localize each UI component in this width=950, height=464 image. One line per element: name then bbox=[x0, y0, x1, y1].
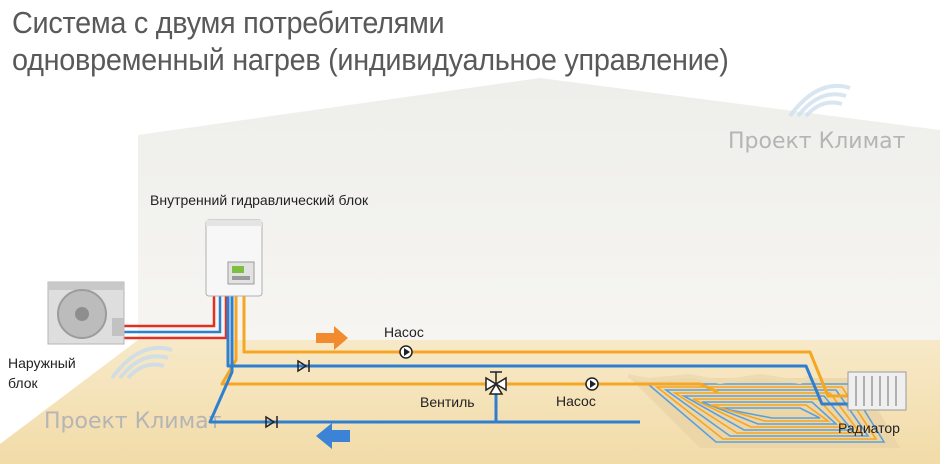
valve-label: Вентиль bbox=[420, 394, 475, 410]
outdoor-unit-label-1: Наружный bbox=[8, 355, 76, 371]
indoor-unit-label: Внутренний гидравлический блок bbox=[150, 192, 369, 208]
pump-top-label: Насос bbox=[384, 324, 424, 340]
check-valve-bottom bbox=[265, 415, 278, 429]
radiator bbox=[847, 371, 907, 411]
mixing-valve bbox=[485, 371, 507, 395]
watermark-text-bottom: Проект Климат bbox=[44, 409, 222, 434]
flow-in-arrow bbox=[316, 423, 350, 449]
refrigerant-lines bbox=[124, 296, 228, 340]
radiator-label: Радиатор bbox=[838, 420, 900, 436]
check-valve-top bbox=[297, 359, 310, 373]
outdoor-unit-label-2: блок bbox=[8, 375, 39, 391]
pump-bottom-label: Насос bbox=[556, 393, 596, 409]
outdoor-unit bbox=[47, 281, 125, 345]
watermark-text-top: Проект Климат bbox=[728, 129, 906, 154]
supply-pipes bbox=[220, 296, 848, 398]
indoor-unit bbox=[205, 219, 263, 297]
building-wall bbox=[138, 78, 940, 340]
pump-top bbox=[399, 345, 413, 359]
watermark-logo-bottom bbox=[110, 345, 173, 380]
watermark-logo-top bbox=[788, 83, 851, 118]
return-pipes bbox=[208, 296, 848, 424]
title-line-2: одновременный нагрев (индивидуальное упр… bbox=[12, 42, 729, 77]
pump-bottom bbox=[585, 377, 599, 391]
title-line-1: Система с двумя потребителями bbox=[12, 5, 445, 40]
diagram-title: Система с двумя потребителями одновремен… bbox=[12, 4, 729, 78]
flow-out-arrow bbox=[316, 326, 348, 350]
